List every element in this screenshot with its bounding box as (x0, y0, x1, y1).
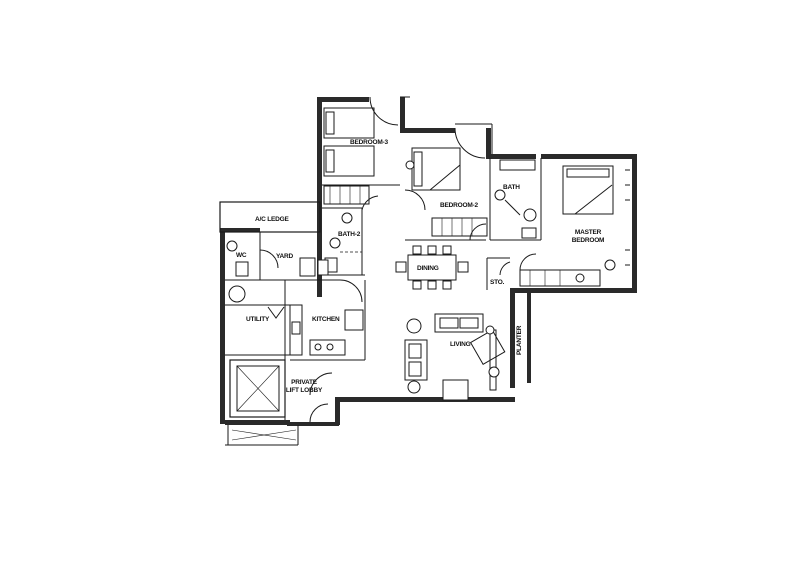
bath-fixtures (494, 159, 537, 239)
label-bedroom-3: BEDROOM-3 (350, 139, 389, 146)
label-sto: STO. (490, 279, 505, 286)
master-bedroom-furniture (519, 165, 630, 287)
label-bath: BATH (503, 184, 520, 191)
exterior-walls (220, 97, 637, 426)
label-planter: PLANTER (516, 325, 523, 355)
label-dining: DINING (417, 265, 439, 272)
kitchen-counters (289, 279, 364, 356)
label-living: LIVING (450, 341, 471, 348)
label-lobby-line1: PRIVATE (291, 379, 318, 386)
label-bedroom-2: BEDROOM-2 (440, 202, 479, 209)
label-bath-2: BATH-2 (338, 231, 361, 238)
interior-walls (219, 96, 542, 446)
label-yard: YARD (276, 253, 294, 260)
label-wc: WC (236, 252, 247, 259)
service-area-fixtures (226, 240, 329, 319)
room-labels: BEDROOM-3 BEDROOM-2 BATH MASTER BEDROOM … (236, 139, 604, 394)
private-lift (229, 359, 333, 441)
bedroom-3-beds (323, 107, 375, 205)
label-ac-ledge: A/C LEDGE (255, 216, 289, 223)
living-furniture (404, 313, 506, 401)
doors (369, 96, 537, 276)
dining-set (395, 245, 469, 290)
bedroom-2-furniture (404, 147, 488, 237)
label-utility: UTILITY (246, 316, 270, 323)
label-kitchen: KITCHEN (312, 316, 340, 323)
label-master-line2: BEDROOM (572, 237, 605, 244)
label-master-line1: MASTER (575, 229, 602, 236)
label-lobby-line2: LIFT LOBBY (286, 387, 323, 394)
